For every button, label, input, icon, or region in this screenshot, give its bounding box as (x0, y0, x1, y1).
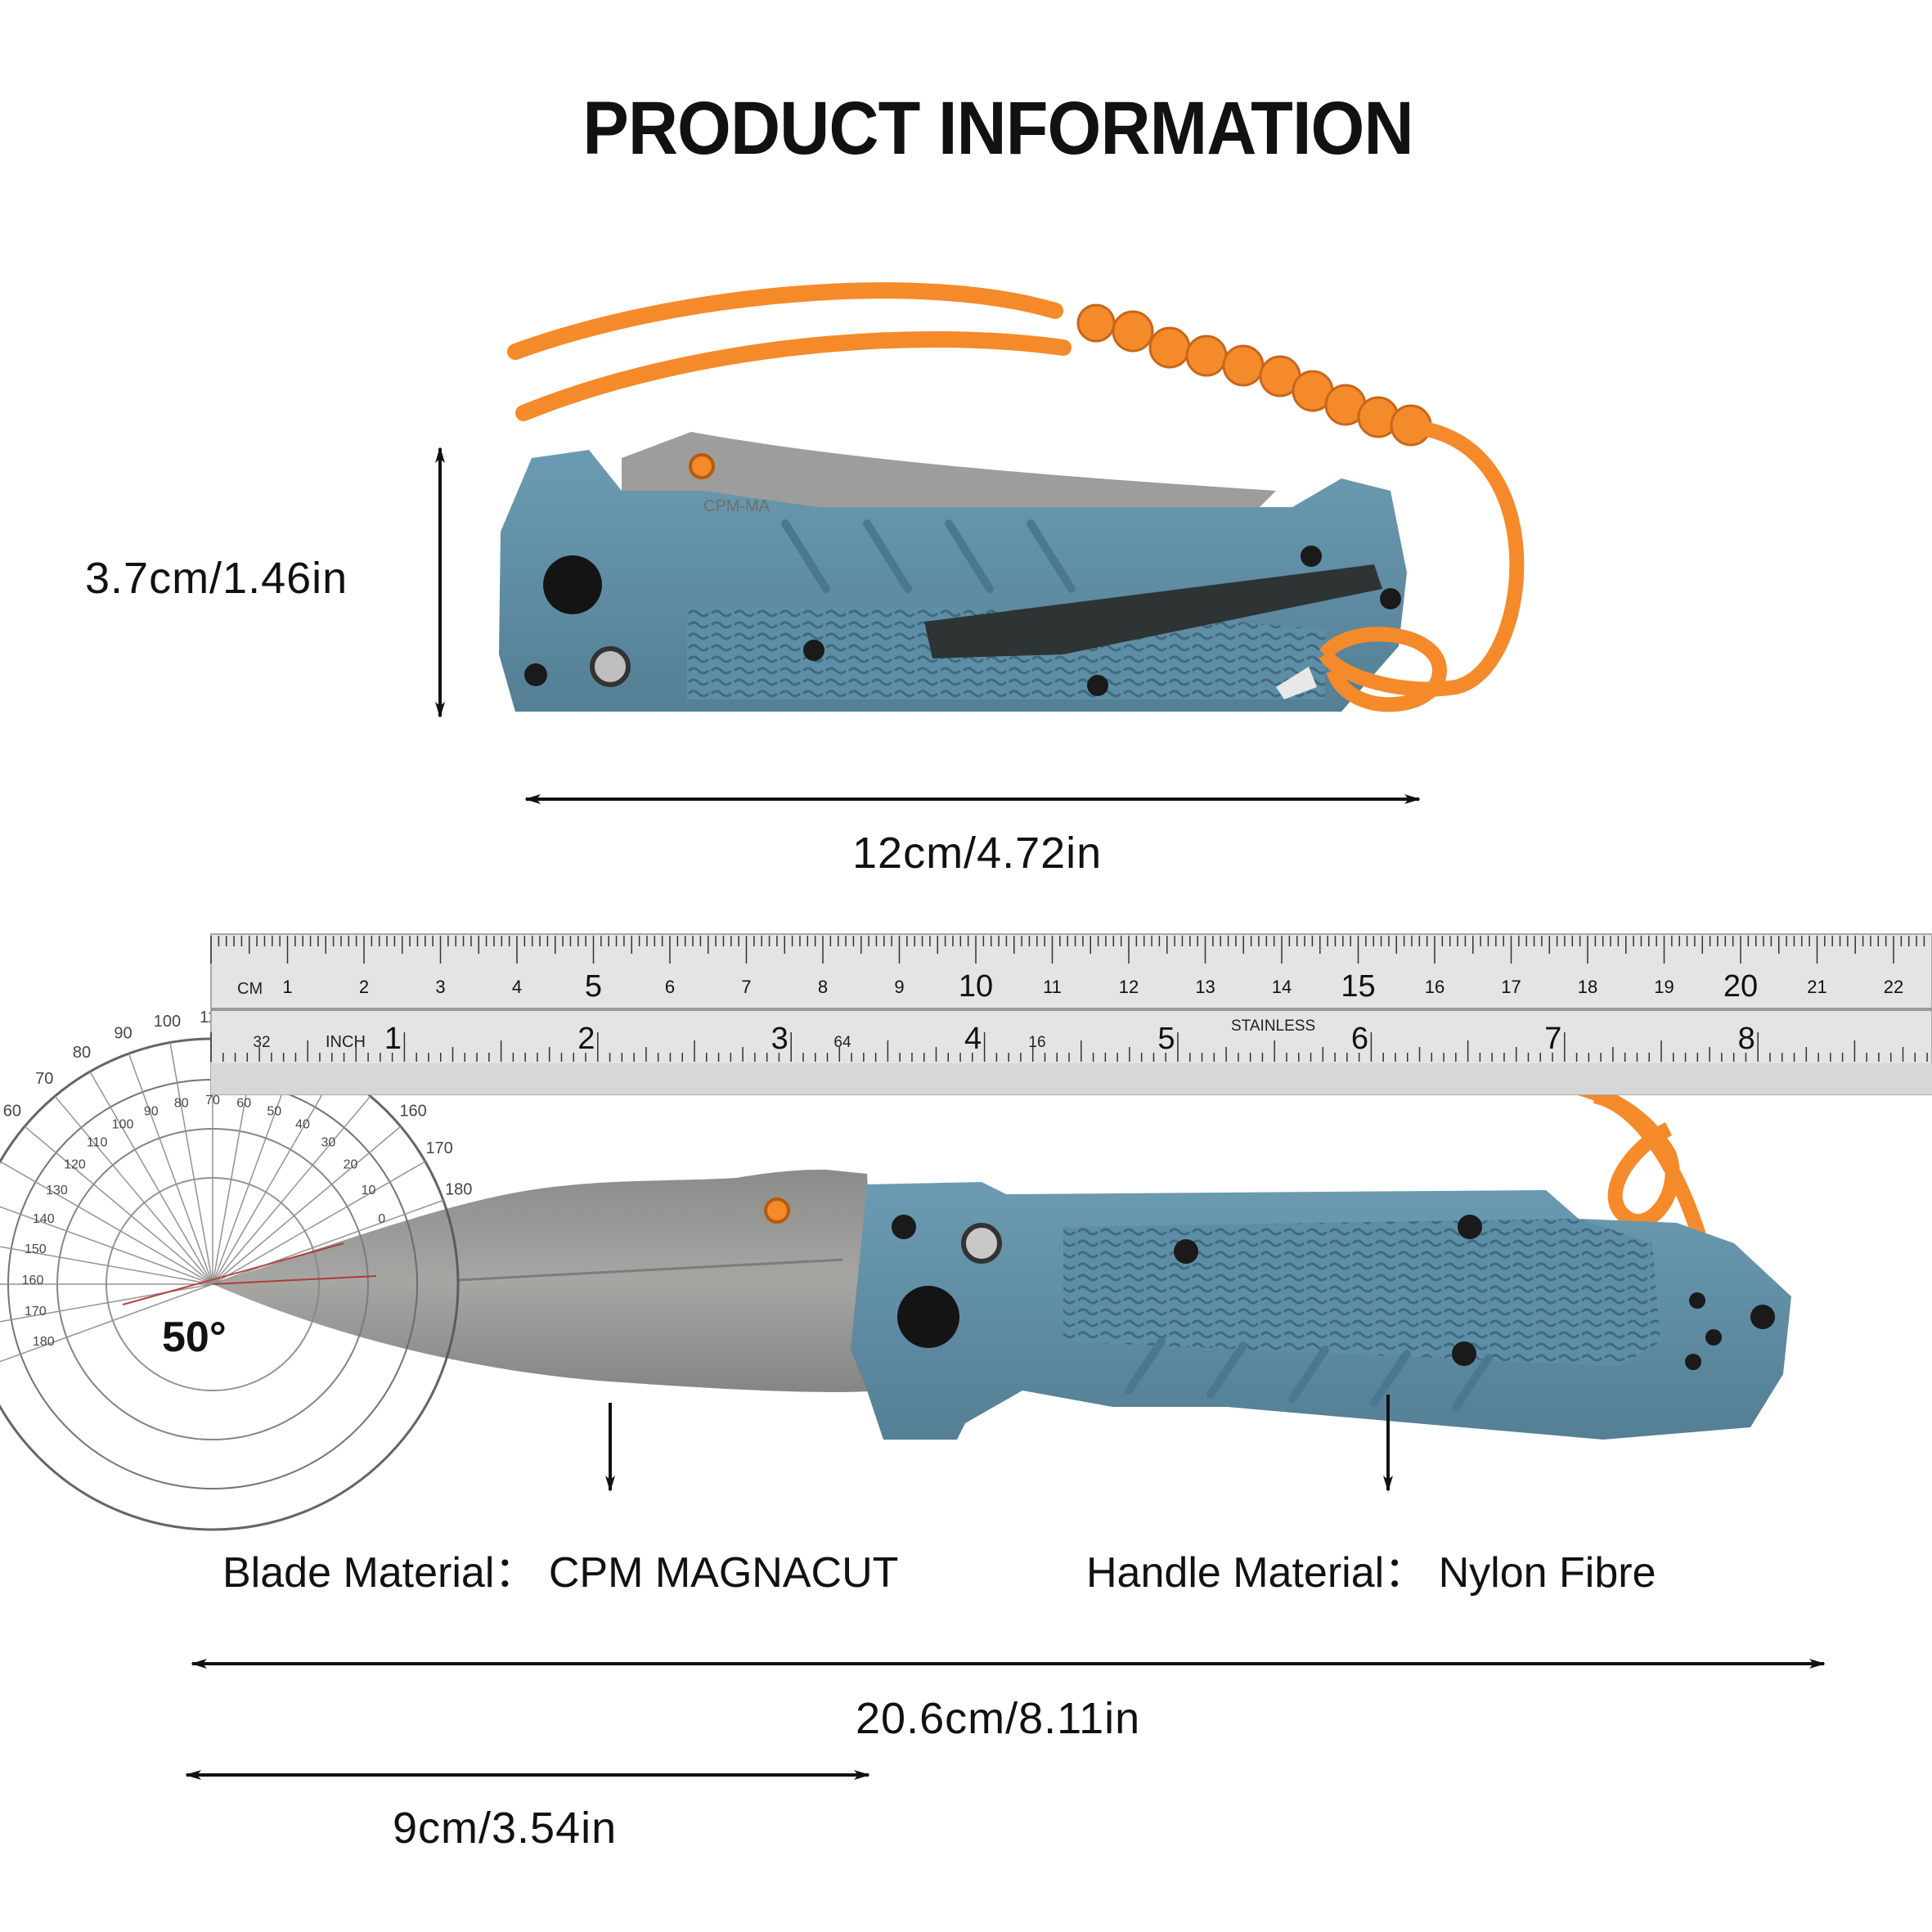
folded-knife (499, 282, 1525, 712)
protractor-inner-label: 180 (33, 1335, 55, 1349)
angle-label: 50° (162, 1314, 227, 1361)
ruler-cm-tick-label: 4 (512, 977, 522, 997)
ruler-inch-tick-label: 8 (1738, 1022, 1755, 1056)
blade-stamp: CPM-MA (703, 497, 771, 515)
ruler-cm-tick-label: 8 (818, 977, 828, 997)
protractor-inner-label: 40 (295, 1117, 310, 1131)
protractor-inner-label: 120 (64, 1158, 86, 1172)
protractor-outer-label: 100 (154, 1013, 181, 1031)
handle-material-label: Handle Material： Nylon Fibre (1086, 1549, 1656, 1597)
ruler-cm-tick-label: 17 (1501, 977, 1521, 997)
ruler-cm-tick-label: 21 (1807, 977, 1826, 997)
ruler-inch-tick-label: 5 (1157, 1022, 1175, 1056)
protractor-inner-label: 70 (205, 1094, 220, 1108)
protractor-outer-label: 80 (73, 1044, 91, 1062)
ruler-cm-tick-label: 7 (741, 977, 751, 997)
ruler-stainless-label: STAINLESS (1231, 1018, 1315, 1035)
protractor-inner-label: 90 (144, 1104, 159, 1118)
ruler-cm-tick-label: 11 (1043, 977, 1062, 997)
ruler-cm-tick-label: 12 (1119, 977, 1139, 997)
protractor-inner-label: 60 (236, 1096, 251, 1110)
protractor-inner-label: 20 (344, 1158, 358, 1172)
ruler-cm-tick-label: 2 (359, 977, 369, 997)
protractor-outer-label: 70 (35, 1070, 53, 1088)
protractor-inner-label: 110 (87, 1135, 108, 1149)
opened-knife (213, 1072, 1791, 1440)
protractor-inner-label: 50 (267, 1104, 281, 1118)
blade-length-label: 9cm/3.54in (393, 1804, 618, 1853)
protractor-inner-label: 100 (112, 1117, 134, 1131)
ruler-fraction-label: 16 (1028, 1034, 1045, 1051)
ruler-cm-tick-label: 3 (435, 977, 445, 997)
ruler-cm-tick-label: 6 (665, 977, 675, 997)
ruler-fraction-label: 64 (833, 1034, 851, 1051)
protractor-outer-label: 180 (445, 1181, 472, 1199)
protractor: 0102030405060708090100110120130140150160… (0, 1009, 472, 1531)
ruler-inch-label: INCH (326, 1033, 366, 1051)
protractor-outer-label: 170 (425, 1139, 452, 1157)
blade-material-label: Blade Material： CPM MAGNACUT (222, 1549, 899, 1597)
ruler-cm-label: CM (237, 980, 263, 998)
protractor-outer-label: 90 (114, 1024, 132, 1042)
ruler-inch-tick-label: 6 (1351, 1022, 1368, 1056)
ruler-cm-tick-label: 1 (282, 977, 292, 997)
protractor-inner-label: 30 (321, 1135, 336, 1149)
protractor-inner-label: 160 (22, 1274, 44, 1287)
ruler-inch-tick-label: 7 (1544, 1022, 1561, 1056)
protractor-outer-label: 60 (3, 1102, 21, 1120)
ruler-inch-tick-label: 4 (964, 1022, 982, 1056)
ruler-cm-tick-label: 10 (959, 969, 993, 1004)
ruler-cm-tick-label: 18 (1578, 977, 1597, 997)
ruler-inch-tick-label: 1 (384, 1022, 402, 1056)
protractor-outer-label: 160 (399, 1102, 426, 1120)
ruler-inch-tick-label: 2 (577, 1022, 595, 1056)
protractor-inner-label: 80 (174, 1096, 189, 1110)
ruler-cm-tick-label: 16 (1425, 977, 1445, 997)
protractor-inner-label: 10 (362, 1184, 376, 1197)
ruler-cm-tick-label: 5 (585, 969, 602, 1004)
folded-length-label: 12cm/4.72in (852, 829, 1103, 878)
protractor-inner-label: 130 (46, 1184, 68, 1197)
height-label: 3.7cm/1.46in (85, 554, 348, 603)
page-title: PRODUCT INFORMATION (582, 87, 1413, 170)
ruler-fraction-label: 32 (253, 1034, 270, 1051)
ruler-cm-tick-label: 13 (1195, 977, 1215, 997)
overall-length-label: 20.6cm/8.11in (856, 1694, 1141, 1743)
ruler-cm-tick-label: 14 (1272, 977, 1292, 997)
protractor-inner-label: 140 (33, 1212, 55, 1226)
protractor-inner-label: 150 (25, 1242, 47, 1256)
ruler-cm-tick-label: 22 (1884, 977, 1903, 997)
ruler-cm-tick-label: 19 (1654, 977, 1674, 997)
protractor-inner-label: 0 (378, 1212, 385, 1226)
ruler-cm-tick-label: 15 (1341, 969, 1375, 1004)
ruler (210, 933, 1932, 1095)
ruler-inch-tick-label: 3 (771, 1022, 789, 1056)
ruler-cm-tick-label: 9 (894, 977, 904, 997)
ruler-cm-tick-label: 20 (1723, 969, 1758, 1004)
protractor-inner-label: 170 (25, 1305, 47, 1319)
